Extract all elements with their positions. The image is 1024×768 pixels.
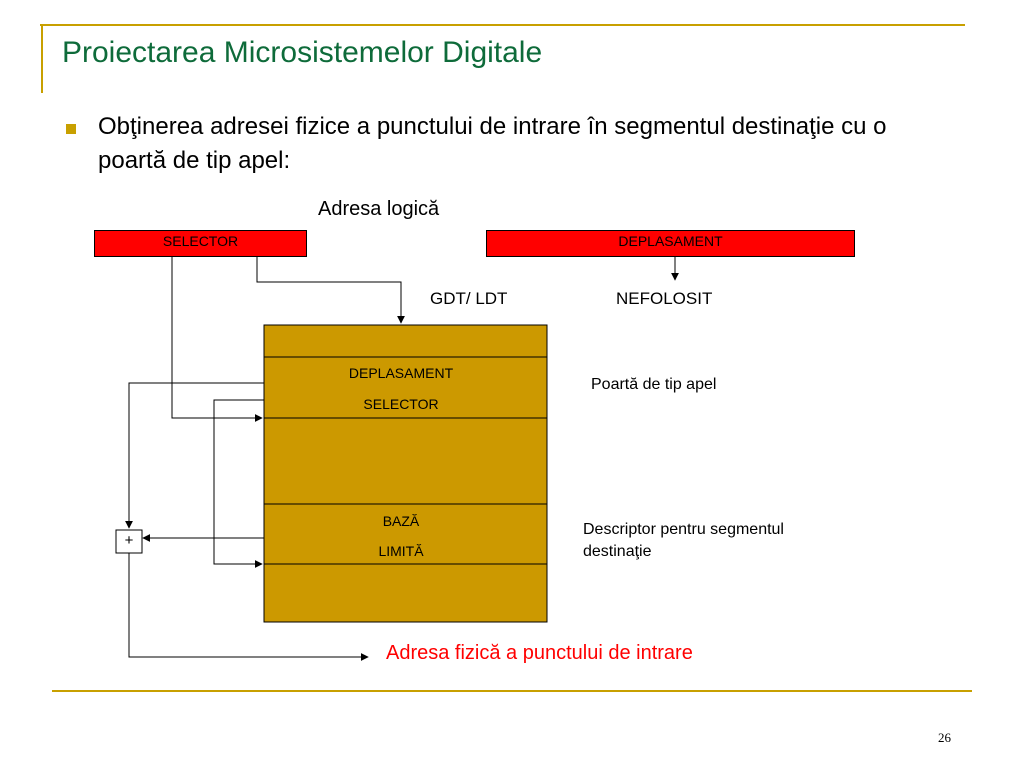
descriptor-table xyxy=(263,324,548,623)
gate-selector-cell: SELECTOR xyxy=(363,396,439,412)
descriptor-limit-cell: LIMITĂ xyxy=(378,543,424,559)
gate-offset-to-adder-arrow xyxy=(125,382,264,529)
bullet-text: Obţinerea adresei fizice a punctului de … xyxy=(98,113,887,174)
gate-label: Poartă de tip apel xyxy=(591,376,717,393)
selector-field: SELECTOR xyxy=(94,230,307,257)
table-label: GDT/ LDT xyxy=(430,289,508,308)
unused-label: NEFOLOSIT xyxy=(616,289,713,308)
adder-symbol: + xyxy=(124,532,134,549)
gate-offset-cell: DEPLASAMENT xyxy=(348,365,454,381)
descriptor-label-line2: destinaţie xyxy=(583,543,652,560)
selector-index-arrow xyxy=(256,257,405,324)
physical-address-label: Adresa fizică a punctului de intrare xyxy=(386,642,693,664)
descriptor-label-line1: Descriptor pentru segmentul xyxy=(583,521,784,538)
adder-to-result-arrow xyxy=(128,553,369,661)
descriptor-base-cell: BAZĂ xyxy=(382,513,420,529)
logical-address-label: Adresa logică xyxy=(318,198,440,220)
bullet-marker xyxy=(66,124,76,134)
page-title: Proiectarea Microsistemelor Digitale xyxy=(62,36,543,69)
offset-field: DEPLASAMENT xyxy=(486,230,855,257)
gate-selector-to-descriptor-arrow xyxy=(213,399,264,568)
page-number: 26 xyxy=(938,730,951,745)
adder-box xyxy=(115,529,143,554)
selector-to-gate-arrow xyxy=(171,257,263,422)
